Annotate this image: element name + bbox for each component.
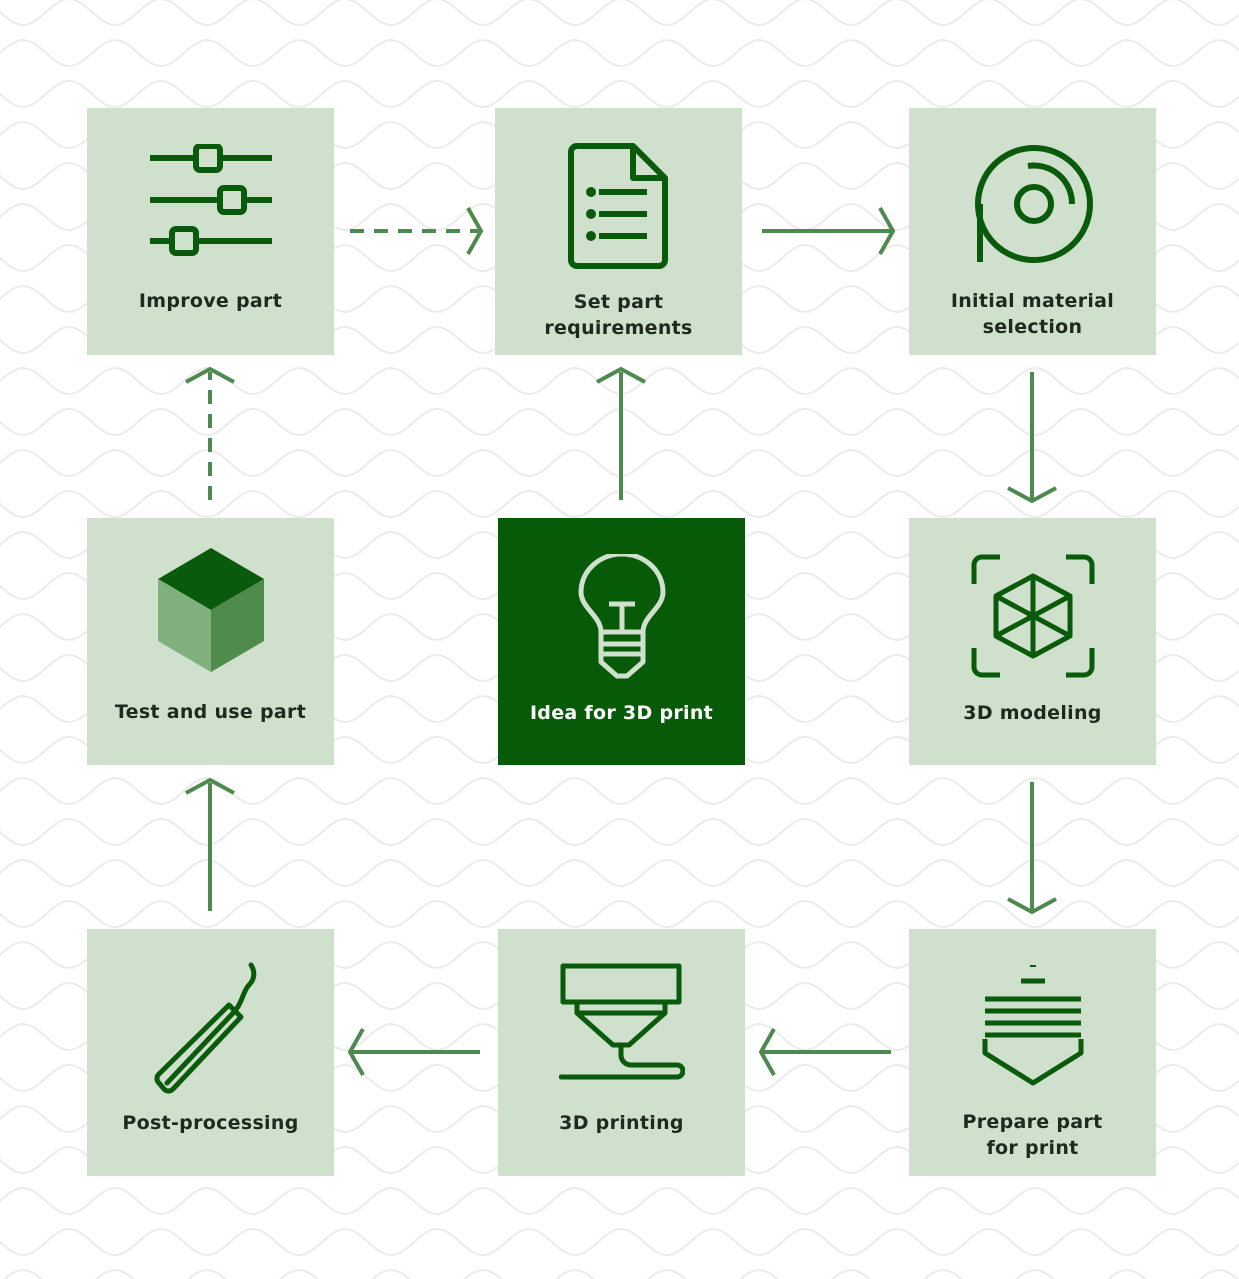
wave-line xyxy=(0,366,1239,396)
printer-nozzle-icon xyxy=(558,963,685,1080)
document-list-icon xyxy=(567,143,668,269)
slicing-layers-icon xyxy=(982,965,1083,1086)
wave-line xyxy=(0,489,1239,519)
step-label: Improve part xyxy=(138,290,283,312)
wave-line xyxy=(0,1227,1239,1257)
step-3d-printing: 3D printing xyxy=(498,929,745,1176)
wave-line xyxy=(0,0,1239,27)
wave-line xyxy=(0,1186,1239,1216)
step-label: Post-processing xyxy=(122,1112,299,1134)
wave-line xyxy=(0,79,1239,109)
step-label: Set part requirements xyxy=(544,291,693,339)
wave-line xyxy=(0,776,1239,806)
step-prepare-part-for-print: Prepare part for print xyxy=(909,929,1156,1176)
step-label: Prepare part for print xyxy=(962,1111,1103,1159)
wave-line xyxy=(0,407,1239,437)
tool-pen-icon xyxy=(154,962,256,1094)
step-test-and-use-part: Test and use part xyxy=(87,518,334,765)
step-label: Test and use part xyxy=(114,701,307,723)
step-3d-modeling: 3D modeling xyxy=(909,518,1156,765)
step-label: Initial material selection xyxy=(950,290,1115,338)
filament-spool-icon xyxy=(974,145,1093,263)
step-label: 3D printing xyxy=(559,1112,684,1134)
step-set-part-requirements: Set part requirements xyxy=(495,108,742,355)
step-initial-material-selection: Initial material selection xyxy=(909,108,1156,355)
wave-line xyxy=(0,38,1239,68)
sliders-icon xyxy=(149,144,272,256)
step-label: Idea for 3D print xyxy=(529,702,714,724)
wave-line xyxy=(3,1268,1239,1279)
step-idea-for-3d-print: Idea for 3D print xyxy=(498,518,745,765)
step-post-processing: Post-processing xyxy=(87,929,334,1176)
step-label: 3D modeling xyxy=(963,702,1102,724)
3d-model-scan-icon xyxy=(971,554,1094,678)
lightbulb-icon xyxy=(578,554,665,679)
wave-line xyxy=(0,858,1239,888)
wave-line xyxy=(0,448,1239,478)
wave-line xyxy=(0,817,1239,847)
wave-line xyxy=(0,899,1239,929)
cube-icon xyxy=(157,548,264,672)
step-improve-part: Improve part xyxy=(87,108,334,355)
